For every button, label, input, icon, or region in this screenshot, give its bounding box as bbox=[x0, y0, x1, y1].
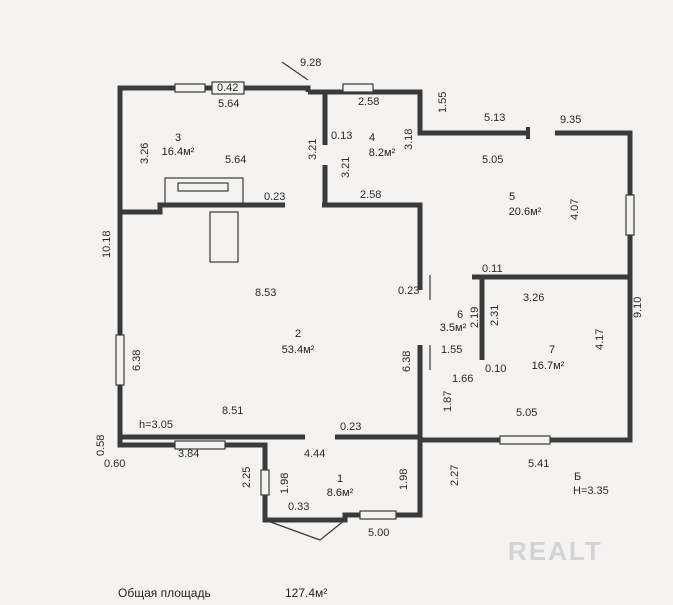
section-letter: Б bbox=[574, 471, 581, 483]
dimension-label: 0.10 bbox=[485, 363, 506, 375]
window bbox=[211, 81, 245, 95]
dimension-label: 6.38 bbox=[401, 351, 413, 372]
dimension-label: 9.10 bbox=[632, 297, 644, 318]
dimension-label: 4.17 bbox=[594, 329, 606, 350]
room-number: 3 bbox=[175, 132, 181, 144]
dimension-label: 0.60 bbox=[104, 458, 125, 470]
door-post bbox=[526, 127, 530, 139]
room-number: 4 bbox=[369, 132, 375, 144]
dimension-label: 1.66 bbox=[452, 373, 473, 385]
window bbox=[260, 469, 270, 496]
room-number: 7 bbox=[549, 344, 555, 356]
ceiling-height-right: H=3.35 bbox=[573, 485, 609, 497]
dimension-label: 0.58 bbox=[95, 435, 107, 456]
dimension-label: 5.13 bbox=[484, 112, 505, 124]
dimension-label: 5.00 bbox=[368, 527, 389, 539]
interior-wall bbox=[120, 202, 285, 215]
dimension-label: 3.26 bbox=[523, 292, 544, 304]
dimension-label: 9.35 bbox=[560, 114, 581, 126]
leader-line bbox=[264, 519, 321, 541]
dimension-label: 0.23 bbox=[340, 421, 361, 433]
room-number: 1 bbox=[337, 473, 343, 485]
dimension-label: 10.18 bbox=[101, 230, 113, 258]
dimension-label: 3.18 bbox=[403, 129, 415, 150]
chimney bbox=[209, 211, 239, 263]
dimension-label: 2.27 bbox=[449, 465, 461, 486]
room-area: 8.6м² bbox=[327, 487, 354, 499]
dimension-label: 3.21 bbox=[307, 139, 319, 160]
dimension-label: 0.23 bbox=[264, 191, 285, 203]
fireplace bbox=[164, 177, 244, 207]
dimension-label: 0.11 bbox=[482, 263, 503, 275]
window bbox=[342, 83, 374, 93]
room-number: 5 bbox=[509, 191, 515, 203]
dimension-label: 5.64 bbox=[218, 98, 239, 110]
dimension-label: 1.98 bbox=[279, 473, 291, 494]
dimension-label: 1.98 bbox=[398, 469, 410, 490]
room-number: 6 bbox=[457, 309, 463, 321]
window bbox=[499, 435, 551, 445]
window bbox=[174, 83, 206, 93]
dimension-label: 5.05 bbox=[516, 407, 537, 419]
dimension-label: 4.44 bbox=[304, 448, 325, 460]
dimension-label: 6.38 bbox=[131, 350, 143, 371]
dimension-label: 3.26 bbox=[139, 143, 151, 164]
dimension-label: 2.25 bbox=[241, 467, 253, 488]
window bbox=[115, 334, 125, 386]
dimension-label: 3.21 bbox=[340, 157, 352, 178]
leader-line bbox=[281, 61, 309, 81]
dimension-label: 8.51 bbox=[222, 405, 243, 417]
room-number: 2 bbox=[295, 328, 301, 340]
window bbox=[359, 510, 397, 520]
dimension-label: 5.41 bbox=[528, 458, 549, 470]
dimension-label: 2.58 bbox=[360, 189, 381, 201]
dimension-label: 0.42 bbox=[217, 82, 238, 94]
window bbox=[625, 194, 635, 236]
window bbox=[174, 440, 226, 450]
leader-line bbox=[319, 519, 346, 541]
fireplace-inner bbox=[177, 182, 229, 192]
dimension-label: 3.84 bbox=[178, 448, 199, 460]
dimension-label: 2.19 bbox=[469, 307, 481, 328]
total-area-label: Общая площадь bbox=[118, 586, 211, 600]
room-area: 16.7м² bbox=[532, 360, 565, 372]
dimension-label: 2.31 bbox=[489, 305, 501, 326]
dimension-label: 1.55 bbox=[437, 92, 449, 113]
dimension-label: 8.53 bbox=[255, 287, 276, 299]
dimension-label: 9.28 bbox=[300, 57, 321, 69]
ceiling-height-left: h=3.05 bbox=[139, 419, 173, 431]
dimension-label: 5.64 bbox=[225, 154, 246, 166]
watermark-logo: REALT bbox=[508, 536, 603, 566]
total-area-value: 127.4м² bbox=[285, 586, 328, 600]
dimension-label: 0.13 bbox=[331, 130, 352, 142]
room-area: 8.2м² bbox=[369, 147, 396, 159]
room-area: 3.5м² bbox=[440, 322, 467, 334]
room-area: 53.4м² bbox=[282, 344, 315, 356]
interior-wall bbox=[322, 202, 423, 290]
room-area: 16.4м² bbox=[162, 146, 195, 158]
dimension-label: 2.58 bbox=[358, 96, 379, 108]
dimension-label: 5.05 bbox=[482, 154, 503, 166]
dimension-label: 0.23 bbox=[398, 285, 419, 297]
dimension-label: 1.55 bbox=[441, 344, 462, 356]
room-area: 20.6м² bbox=[509, 206, 542, 218]
dimension-label: 0.33 bbox=[288, 501, 309, 513]
dimension-label: 4.07 bbox=[569, 199, 581, 220]
dimension-label: 1.87 bbox=[442, 391, 454, 412]
